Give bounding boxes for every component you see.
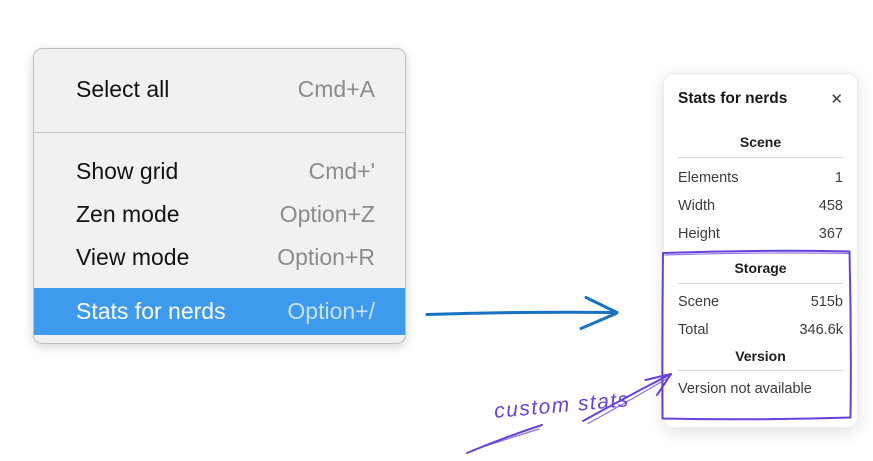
stat-label: Scene bbox=[678, 294, 720, 310]
stat-row-total-storage: Total 346.6k bbox=[678, 316, 843, 344]
section-divider bbox=[678, 370, 843, 371]
menu-item-label: Show grid bbox=[76, 158, 179, 184]
custom-stats-annotation-label[interactable]: custom stats bbox=[493, 388, 631, 423]
stat-row-width: Width 458 bbox=[678, 192, 843, 220]
menu-item-shortcut: Option+R bbox=[277, 244, 375, 270]
menu-item-shortcut: Cmd+A bbox=[297, 76, 375, 102]
menu-item-shortcut: Cmd+' bbox=[308, 158, 375, 184]
menu-item-show-grid[interactable]: Show grid Cmd+' bbox=[34, 150, 405, 193]
section-header-version: Version bbox=[735, 348, 786, 364]
section-header-storage: Storage bbox=[734, 260, 787, 276]
blue-arrow[interactable] bbox=[425, 296, 619, 330]
scene-rows: Elements 1 Width 458 Height 367 bbox=[678, 164, 843, 248]
stats-panel: Stats for nerds ✕ Scene Elements 1 Width… bbox=[663, 73, 858, 428]
stat-label: Height bbox=[678, 226, 720, 242]
menu-item-label: Zen mode bbox=[76, 201, 180, 227]
stat-value: 515b bbox=[810, 294, 843, 310]
section-header-scene: Scene bbox=[739, 134, 782, 150]
close-icon[interactable]: ✕ bbox=[830, 90, 843, 108]
stat-row-scene-storage: Scene 515b bbox=[678, 288, 843, 316]
stat-value: 1 bbox=[834, 170, 843, 186]
menu-item-label: Select all bbox=[76, 76, 170, 102]
stats-panel-header: Stats for nerds ✕ bbox=[678, 88, 843, 110]
menu-item-label: View mode bbox=[76, 244, 190, 270]
stat-value: 346.6k bbox=[799, 322, 843, 338]
stat-label: Elements bbox=[678, 170, 739, 186]
menu-item-shortcut: Option+/ bbox=[287, 298, 375, 324]
stats-panel-title: Stats for nerds bbox=[678, 90, 788, 107]
menu-item-stats-for-nerds[interactable]: Stats for nerds Option+/ bbox=[34, 288, 405, 335]
section-divider bbox=[678, 157, 843, 158]
version-note: Version not available bbox=[678, 381, 812, 397]
menu-item-shortcut: Option+Z bbox=[279, 201, 375, 227]
menu-item-view-mode[interactable]: View mode Option+R bbox=[34, 236, 405, 279]
stat-row-elements: Elements 1 bbox=[678, 164, 843, 192]
menu-item-label: Stats for nerds bbox=[76, 298, 226, 324]
storage-rows: Scene 515b Total 346.6k bbox=[678, 288, 843, 344]
stat-row-height: Height 367 bbox=[678, 220, 843, 248]
menu-item-select-all[interactable]: Select all Cmd+A bbox=[34, 68, 405, 111]
section-divider bbox=[678, 283, 843, 284]
menu-item-zen-mode[interactable]: Zen mode Option+Z bbox=[34, 193, 405, 236]
stat-label: Width bbox=[678, 198, 716, 214]
context-menu: Select all Cmd+A Show grid Cmd+' Zen mod… bbox=[33, 48, 406, 344]
menu-divider bbox=[34, 132, 405, 133]
stat-value: 458 bbox=[818, 198, 843, 214]
stat-label: Total bbox=[678, 322, 709, 338]
stat-value: 367 bbox=[818, 226, 843, 242]
